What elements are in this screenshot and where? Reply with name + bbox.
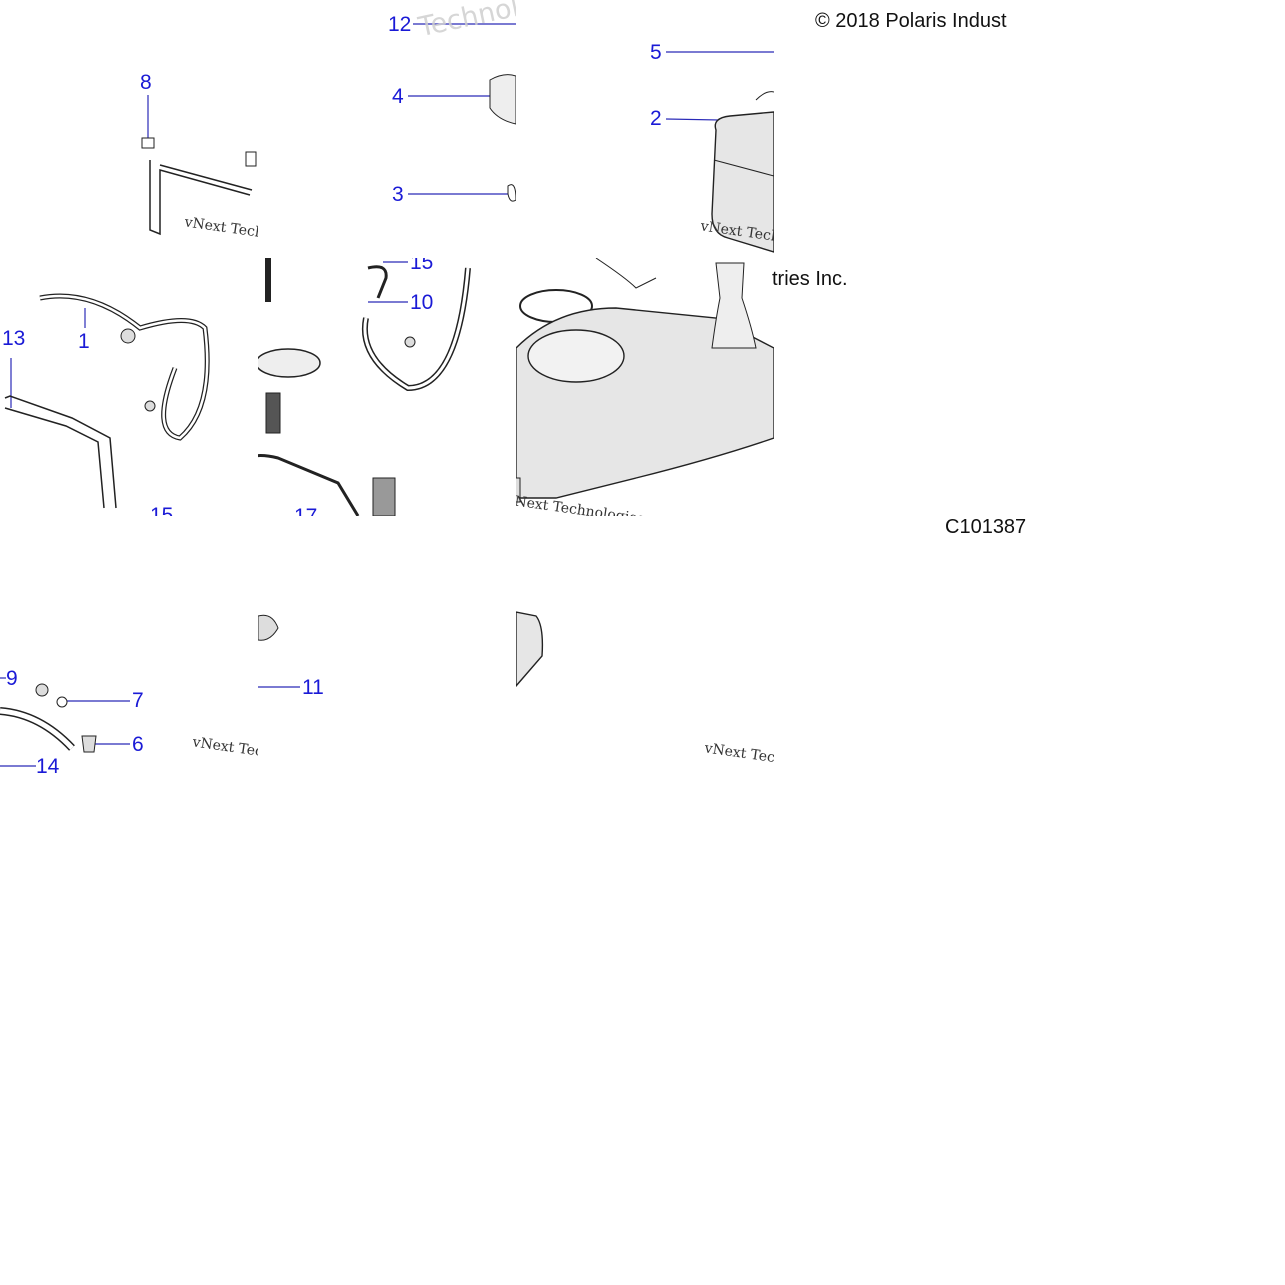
hose-drawing (4, 293, 210, 509)
clamps-drawing (0, 677, 130, 767)
callout-10: 10 (410, 291, 434, 314)
callout-8: 8 (140, 71, 152, 94)
callout-14: 14 (36, 755, 60, 774)
callout-9: 9 (6, 667, 18, 690)
tile-tank-lower: vNext Technologies (516, 516, 774, 774)
callout-1: 1 (78, 330, 90, 353)
bracket-drawing (141, 95, 257, 236)
ring-drawing (258, 614, 300, 688)
callout-5: 5 (650, 41, 662, 64)
tile-ring: 11 (258, 516, 516, 774)
tank-lower-drawing (516, 611, 544, 688)
callout-17: 17 (294, 506, 317, 516)
cap-drawing (408, 23, 516, 202)
callout-12: 12 (388, 13, 412, 36)
callout-7: 7 (132, 689, 144, 712)
callout-6: 6 (132, 733, 144, 756)
tile-fuel-pump: 15 10 17 (258, 258, 516, 516)
tile-tank-body: vNext Technologies (516, 258, 774, 516)
tank-body-drawing (516, 258, 774, 503)
callout-15-lower: 15 (150, 504, 174, 516)
tile-hose-left: 13 1 15 (0, 258, 258, 516)
figure-code: C101387 (945, 516, 1027, 538)
callout-13: 13 (2, 327, 26, 350)
tile-filler-cap: 12 4 3 Technol (258, 0, 516, 258)
copyright-tail: tries Inc. (772, 268, 848, 290)
tile-bracket-top: 8 vNext Technologies (0, 0, 258, 258)
callout-11: 11 (302, 676, 324, 699)
callout-2: 2 (650, 107, 662, 130)
copyright-notice: © 2018 Polaris Indust (815, 10, 1007, 32)
callout-3: 3 (392, 183, 404, 206)
callout-4: 4 (392, 85, 404, 108)
tank-top-drawing (665, 51, 774, 253)
tile-tank-top: 5 2 vNext Technologies (516, 0, 774, 258)
callout-15-upper: 15 (410, 258, 434, 274)
pump-drawing (258, 258, 471, 516)
tile-clamps: 9 7 6 14 vNext Technologies (0, 516, 258, 774)
